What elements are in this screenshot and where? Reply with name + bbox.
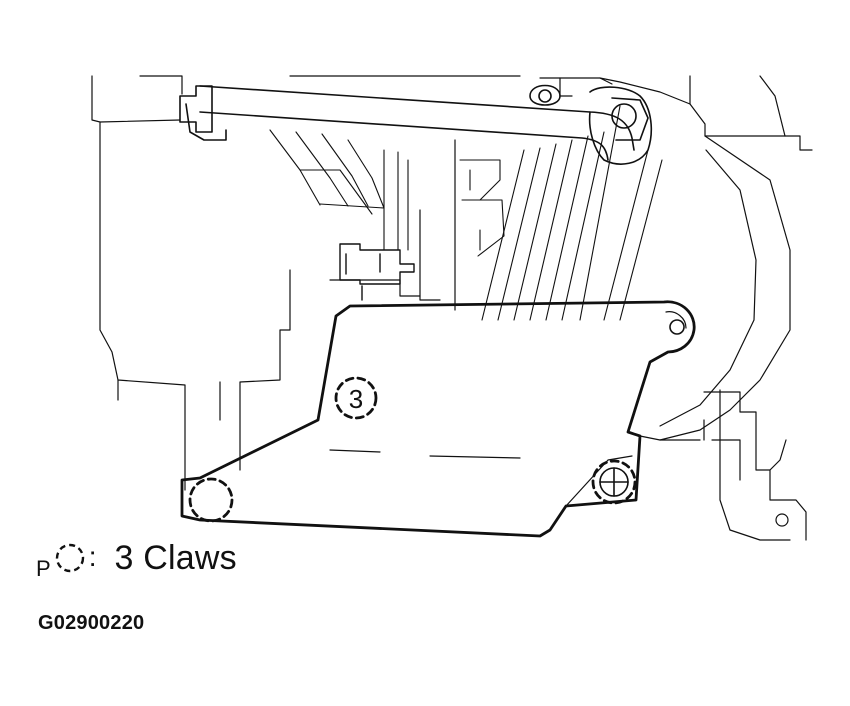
claw-marker-right (591, 459, 637, 505)
claw-marker-center (334, 376, 378, 420)
legend-text: 3 Claws (114, 538, 237, 577)
legend-prefix: P (36, 556, 51, 581)
claw-marker-left (188, 477, 234, 523)
figure-code: G02900220 (38, 612, 145, 634)
screw-icon (599, 467, 629, 497)
unit-housing (91, 75, 813, 541)
upper-pipe (179, 84, 653, 165)
callout-number: 3 (349, 384, 363, 414)
claw-markers (188, 376, 637, 523)
dashed-circle-icon (55, 543, 84, 573)
cover-panel (180, 300, 696, 538)
legend-colon: : (88, 541, 97, 572)
legend: P : 3 Claws (36, 532, 237, 584)
connector-clip (339, 243, 415, 301)
internal-fins (269, 105, 663, 321)
